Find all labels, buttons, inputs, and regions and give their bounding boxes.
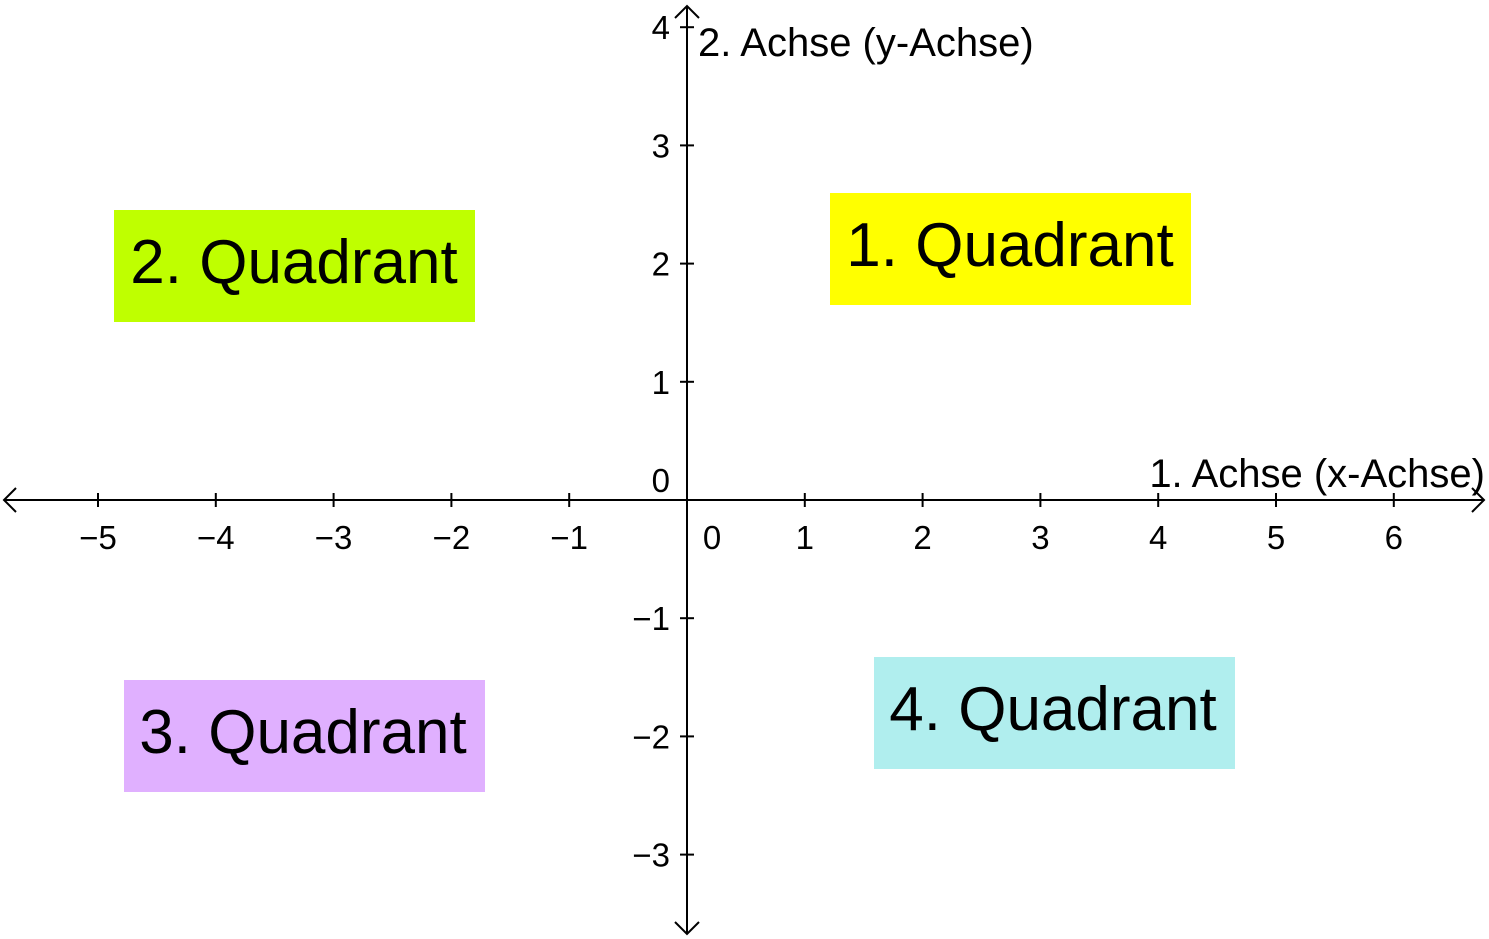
quadrant-2-label: 2. Quadrant — [130, 228, 457, 297]
x-tick-label: 5 — [1267, 519, 1285, 556]
y-tick-label: 1 — [652, 364, 670, 401]
x-tick-label: −1 — [550, 519, 588, 556]
x-axis-ticks: −5 −4 −3 −2 −1 1 2 3 4 5 6 — [79, 493, 1403, 556]
x-tick-label: 1 — [796, 519, 814, 556]
x-tick-label: 4 — [1149, 519, 1167, 556]
quadrant-4: 4. Quadrant — [874, 657, 1235, 769]
y-axis-top-arrow — [674, 4, 700, 19]
quadrant-1-box — [830, 193, 1191, 305]
x-axis-left-arrow — [2, 487, 17, 513]
quadrant-2-box — [114, 210, 475, 322]
quadrant-1-label: 1. Quadrant — [846, 211, 1173, 280]
quadrant-4-box — [874, 657, 1235, 769]
quadrant-1: 1. Quadrant — [830, 193, 1191, 305]
y-tick-label: −1 — [632, 600, 670, 637]
x-tick-label: 3 — [1031, 519, 1049, 556]
x-axis-right-arrow — [1471, 487, 1486, 513]
x-tick-label: −2 — [433, 519, 471, 556]
quadrant-4-label: 4. Quadrant — [889, 675, 1216, 744]
y-tick-label: 4 — [652, 9, 670, 46]
y-axis-title: 2. Achse (y-Achse) — [698, 21, 1034, 65]
quadrant-3-box — [124, 680, 485, 792]
y-origin-label: 0 — [652, 462, 670, 499]
x-origin-label: 0 — [703, 519, 721, 556]
y-tick-label: −2 — [632, 718, 670, 755]
x-tick-label: −4 — [197, 519, 235, 556]
y-axis-ticks: 4 3 2 1 −1 −2 −3 — [632, 9, 694, 874]
y-tick-label: 3 — [652, 127, 670, 164]
x-tick-label: 2 — [913, 519, 931, 556]
y-axis-bottom-arrow — [674, 921, 700, 936]
quadrant-3: 3. Quadrant — [124, 680, 485, 792]
x-tick-label: 6 — [1385, 519, 1403, 556]
y-axis — [674, 4, 700, 936]
x-axis-title: 1. Achse (x-Achse) — [1149, 452, 1485, 496]
y-tick-label: −3 — [632, 837, 670, 874]
y-tick-label: 2 — [652, 246, 670, 283]
x-tick-label: −5 — [79, 519, 117, 556]
x-axis — [2, 487, 1486, 513]
quadrant-3-label: 3. Quadrant — [139, 698, 466, 767]
quadrant-2: 2. Quadrant — [114, 210, 475, 322]
x-tick-label: −3 — [315, 519, 353, 556]
